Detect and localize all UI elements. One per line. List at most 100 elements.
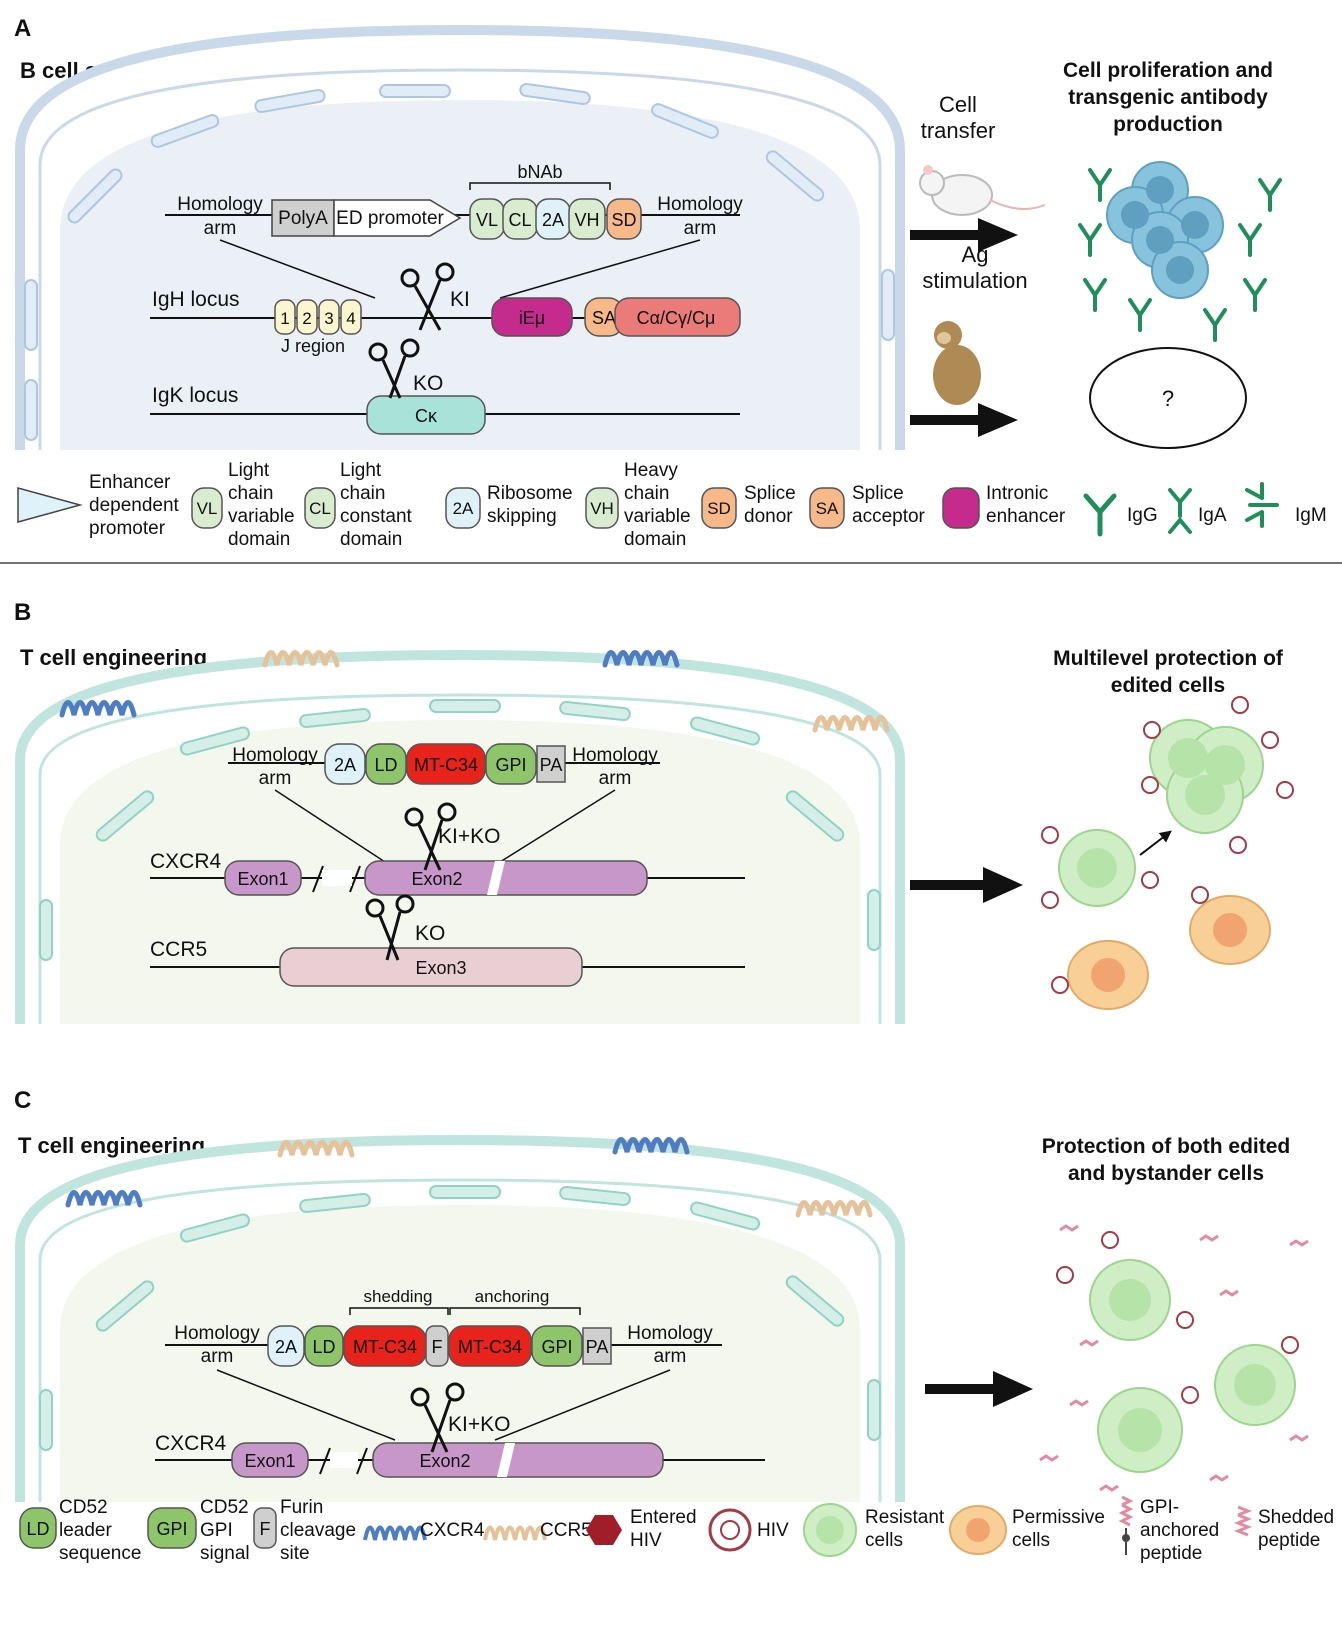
cxcr4-icon bbox=[59, 700, 137, 718]
svg-text:ED promoter: ED promoter bbox=[336, 208, 444, 229]
cxcr4-icon bbox=[602, 650, 680, 668]
vh-segment: VH bbox=[574, 210, 599, 230]
svg-text:CD52: CD52 bbox=[59, 1497, 108, 1518]
ko-label-b: KO bbox=[415, 922, 445, 945]
resistant-cell-icon bbox=[803, 1503, 857, 1557]
igh-locus: IgH locus 1 2 3 4 J region KI iEμ SA Cα/… bbox=[150, 262, 741, 356]
cxcr4-icon bbox=[363, 1525, 427, 1541]
cells-c bbox=[1039, 1224, 1309, 1492]
svg-text:IgH locus: IgH locus bbox=[152, 288, 240, 311]
svg-text:chain: chain bbox=[228, 483, 273, 504]
svg-text:CL: CL bbox=[309, 499, 331, 518]
anchoring-label: anchoring bbox=[475, 1287, 550, 1306]
scissors-icon bbox=[368, 338, 420, 399]
svg-text:Exon2: Exon2 bbox=[419, 1451, 470, 1471]
svg-text:domain: domain bbox=[228, 529, 290, 550]
monkey-icon bbox=[933, 321, 981, 405]
cxcr4-locus-b: CXCR4 Exon1 Exon2 KI+KO bbox=[150, 802, 745, 896]
scissors-icon bbox=[400, 262, 455, 331]
svg-text:Furin: Furin bbox=[280, 1497, 323, 1518]
svg-text:Light: Light bbox=[228, 460, 270, 481]
svg-text:and bystander cells: and bystander cells bbox=[1068, 1162, 1264, 1185]
svg-text:Entered: Entered bbox=[630, 1507, 697, 1528]
svg-text:MT-C34: MT-C34 bbox=[414, 755, 478, 775]
panel-b-outcome-line1: Multilevel protection of bbox=[1053, 647, 1284, 670]
svg-text:production: production bbox=[1113, 113, 1223, 136]
svg-text:arm: arm bbox=[204, 218, 237, 239]
ccr5-icon bbox=[262, 650, 340, 668]
svg-text:SA: SA bbox=[816, 499, 839, 518]
svg-text:signal: signal bbox=[200, 1543, 250, 1564]
shedded-peptide-icon bbox=[1233, 1505, 1253, 1537]
ccr5-icon bbox=[812, 715, 890, 733]
svg-text:Exon1: Exon1 bbox=[244, 1451, 295, 1471]
svg-text:domain: domain bbox=[340, 529, 402, 550]
ccr5-locus: CCR5 Exon3 KO bbox=[150, 894, 745, 987]
svg-text:MT-C34: MT-C34 bbox=[353, 1337, 417, 1357]
cl-segment: CL bbox=[508, 210, 531, 230]
svg-text:F: F bbox=[260, 1519, 271, 1539]
svg-text:Homology: Homology bbox=[572, 745, 658, 766]
svg-text:cells: cells bbox=[1012, 1530, 1050, 1551]
svg-text:Homology: Homology bbox=[627, 1323, 713, 1344]
hiv-icon bbox=[708, 1508, 752, 1552]
homology-arm-right-a: Homology bbox=[657, 194, 743, 215]
svg-text:Splice: Splice bbox=[852, 483, 904, 504]
svg-text:variable: variable bbox=[228, 506, 295, 527]
svg-text:leader: leader bbox=[59, 1520, 112, 1541]
scissors-icon bbox=[365, 894, 415, 961]
svg-text:2A: 2A bbox=[453, 499, 474, 518]
svg-text:2A: 2A bbox=[334, 755, 356, 775]
svg-text:Homology: Homology bbox=[232, 745, 318, 766]
svg-text:CXCR4: CXCR4 bbox=[420, 1520, 485, 1541]
svg-text:IgM: IgM bbox=[1295, 505, 1327, 526]
svg-text:chain: chain bbox=[624, 483, 669, 504]
svg-text:constant: constant bbox=[340, 506, 413, 527]
arrow-icon bbox=[925, 1371, 1033, 1407]
svg-text:arm: arm bbox=[654, 1346, 687, 1367]
svg-text:Shedded: Shedded bbox=[1258, 1507, 1334, 1528]
unknown-mark: ? bbox=[1162, 386, 1174, 411]
svg-text:arm: arm bbox=[201, 1346, 234, 1367]
unknown-outcome-ellipse bbox=[1089, 347, 1247, 449]
ccr5-icon bbox=[795, 1200, 873, 1218]
iemu-segment: iEμ bbox=[519, 308, 545, 328]
svg-text:donor: donor bbox=[744, 506, 793, 527]
panel-c: C T cell engineering bbox=[14, 1087, 1309, 1502]
svg-text:sequence: sequence bbox=[59, 1543, 141, 1564]
cxcr4-locus-c: CXCR4 Exon1 Exon2 KI+KO bbox=[155, 1382, 765, 1478]
svg-text:GPI-: GPI- bbox=[1140, 1497, 1179, 1518]
svg-text:PA: PA bbox=[586, 1337, 609, 1357]
antibody-icons bbox=[1078, 168, 1282, 342]
sa-segment: SA bbox=[592, 308, 616, 328]
kiko-label-c: KI+KO bbox=[448, 1413, 510, 1436]
gpi-anchored-peptide-icon bbox=[1118, 1495, 1134, 1555]
ccr5-icon bbox=[277, 1140, 355, 1158]
svg-text:acceptor: acceptor bbox=[852, 506, 926, 527]
arrow-icon bbox=[910, 218, 1018, 252]
svg-text:IgA: IgA bbox=[1198, 505, 1227, 526]
donor-construct-a: Homology arm PolyA ED promoter bNAb VL C… bbox=[165, 162, 743, 299]
entered-hiv-icon bbox=[586, 1515, 622, 1545]
svg-text:enhancer: enhancer bbox=[986, 506, 1066, 527]
svg-text:SD: SD bbox=[707, 499, 731, 518]
donor-construct-c: shedding anchoring Homology arm 2A LD MT… bbox=[165, 1287, 722, 1441]
svg-text:GPI: GPI bbox=[200, 1520, 233, 1541]
svg-text:Ribosome: Ribosome bbox=[487, 483, 573, 504]
iga-icon bbox=[1168, 488, 1192, 534]
cell-transfer-label: Cell bbox=[939, 92, 977, 117]
ck-segment: Cκ bbox=[415, 406, 438, 426]
igm-icon bbox=[1245, 482, 1279, 528]
cxcr4-icon bbox=[65, 1190, 143, 1208]
svg-text:CXCR4: CXCR4 bbox=[150, 850, 222, 873]
panel-c-letter: C bbox=[14, 1087, 31, 1114]
svg-text:HIV: HIV bbox=[630, 1530, 662, 1551]
svg-text:VL: VL bbox=[197, 499, 218, 518]
receptor-icons-c bbox=[65, 1137, 873, 1218]
svg-text:MT-C34: MT-C34 bbox=[458, 1337, 522, 1357]
donor-construct-b: Homology arm 2A LD MT-C34 GPI PA Homolog… bbox=[228, 743, 660, 863]
svg-text:arm: arm bbox=[684, 218, 717, 239]
svg-text:Permissive: Permissive bbox=[1012, 1507, 1105, 1528]
svg-text:Splice: Splice bbox=[744, 483, 796, 504]
